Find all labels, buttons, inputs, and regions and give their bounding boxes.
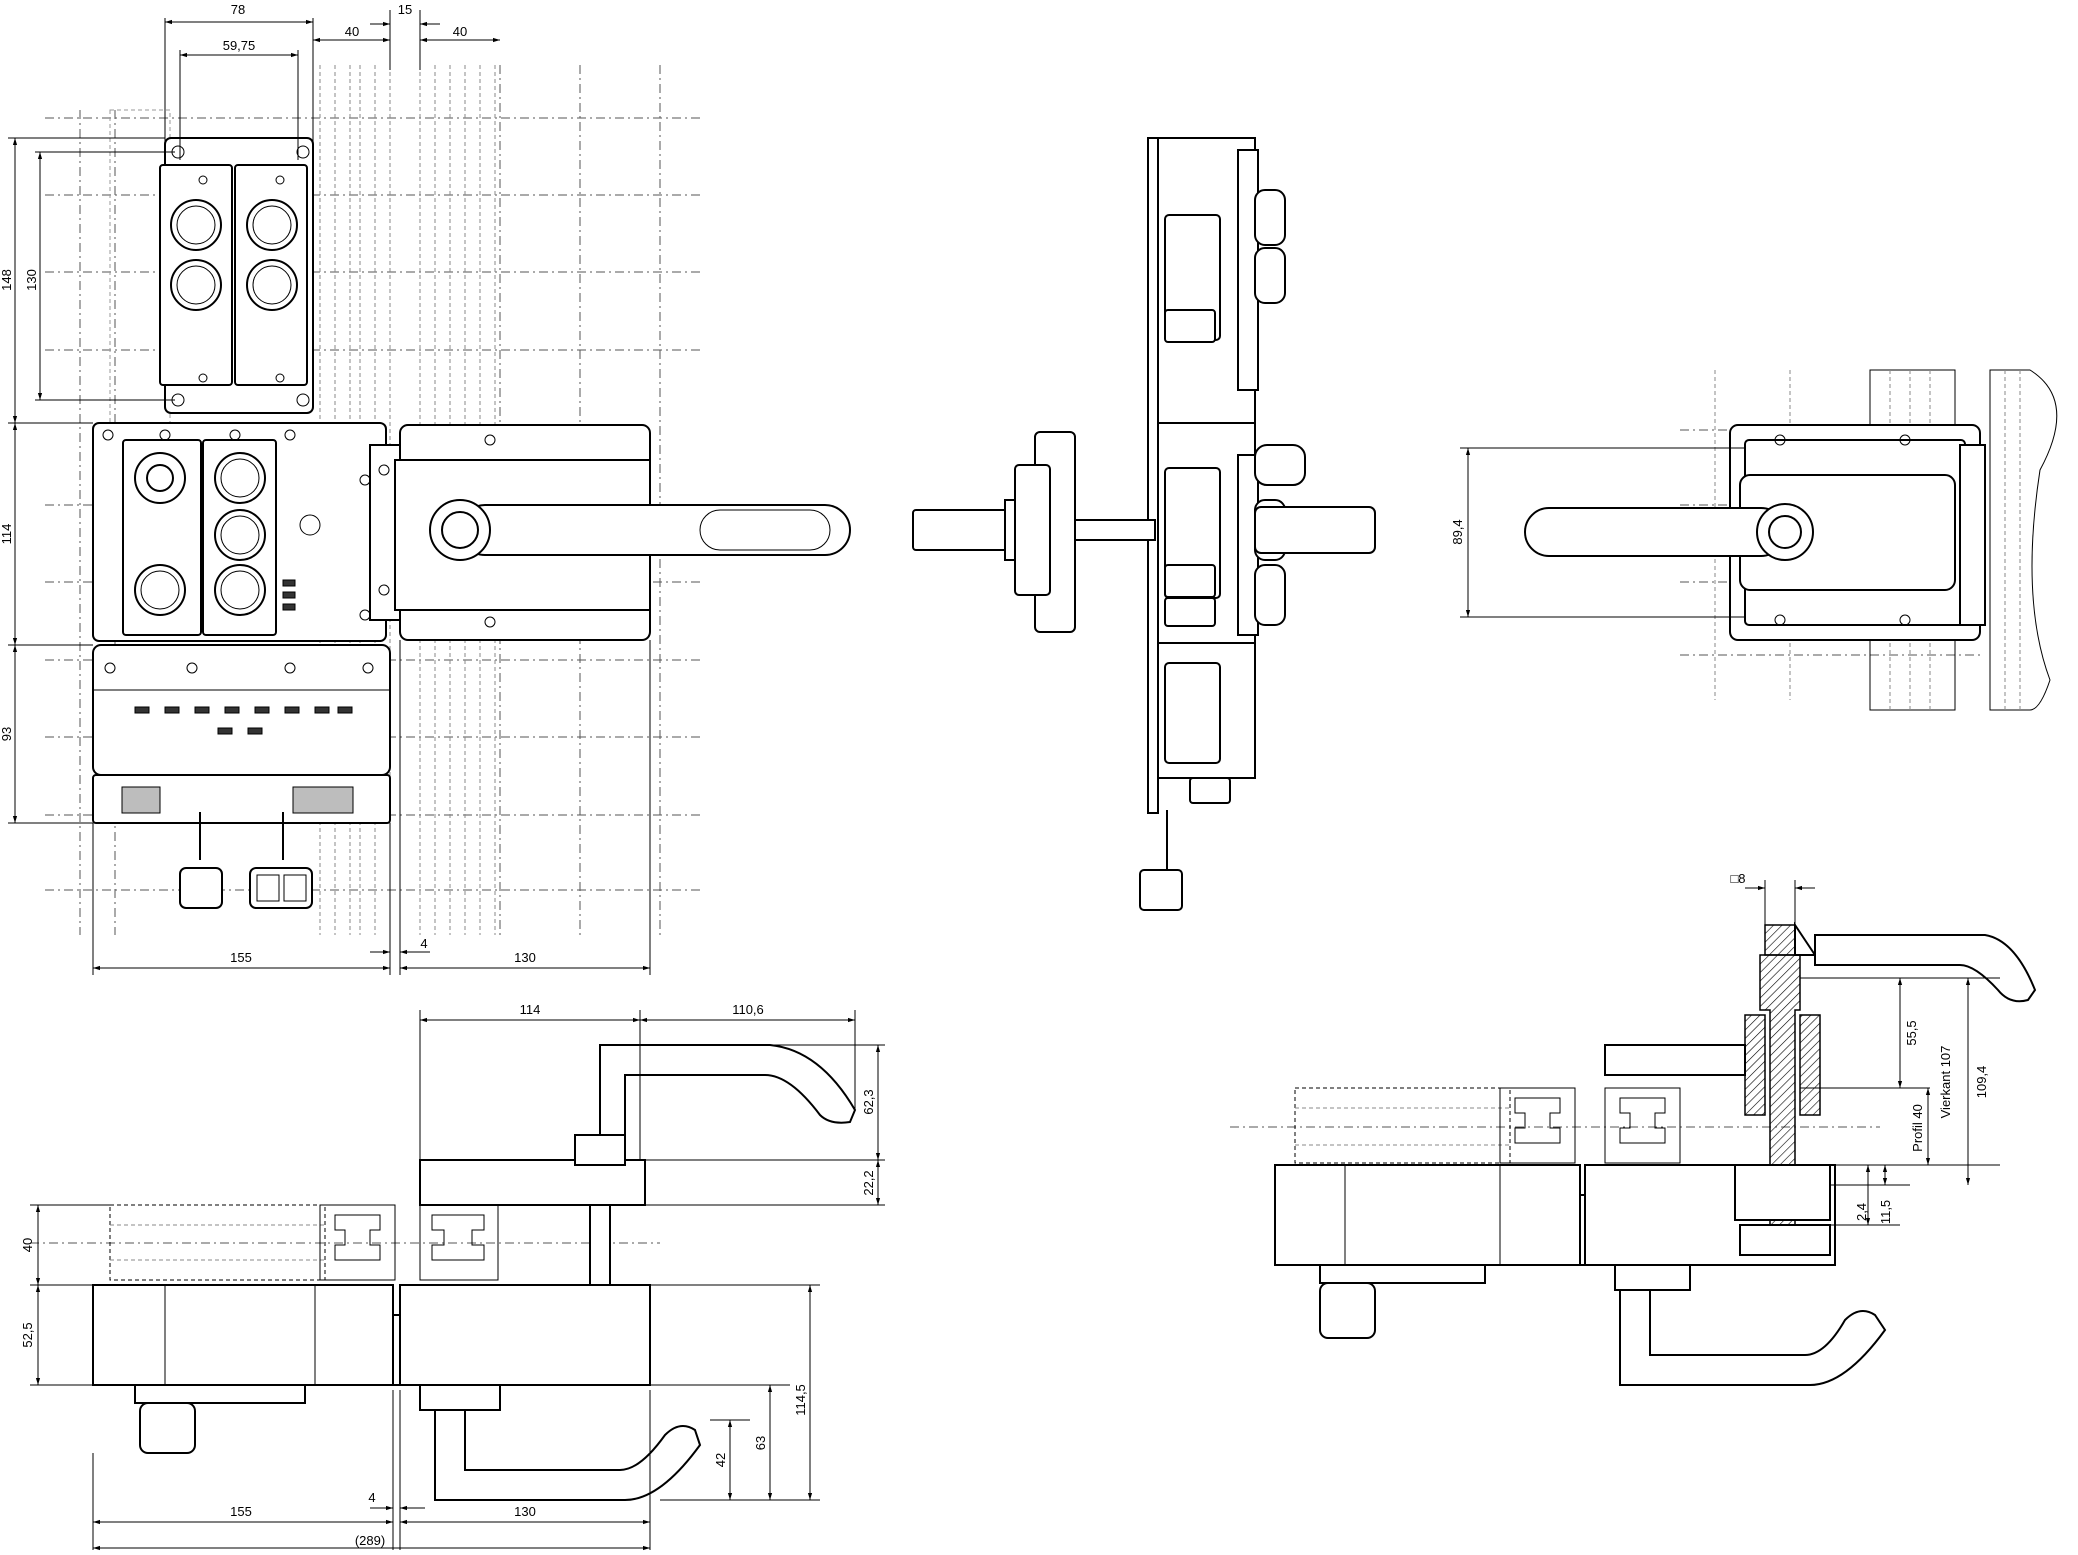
dim-78: 78 — [231, 2, 245, 17]
dim-52-5: 52,5 — [20, 1322, 35, 1347]
dim-62-3: 62,3 — [861, 1089, 876, 1114]
dim-2-4: 2,4 — [1854, 1203, 1869, 1221]
dim-110-6: 110,6 — [732, 1002, 764, 1017]
dim-109-4: 109,4 — [1974, 1066, 1989, 1099]
plan-control-body — [92, 1284, 394, 1386]
section-dimension-labels: □8 55,5 Vierkant 107 109,4 Profil 40 2,4… — [1730, 871, 1989, 1224]
section-dimensions — [1745, 880, 2000, 1226]
back-view — [1524, 369, 2058, 711]
dim-square-8: □8 — [1730, 871, 1745, 886]
plan-handle-body — [399, 1284, 651, 1386]
front-door-handle — [459, 504, 851, 556]
dim-vierkant-107: Vierkant 107 — [1938, 1046, 1953, 1119]
side-view — [912, 137, 1376, 911]
front-view — [45, 65, 851, 935]
plan-view — [30, 1044, 857, 1501]
dim-59-75: 59,75 — [223, 38, 256, 53]
front-dimensions — [8, 10, 651, 975]
plan-handle-lower — [434, 1409, 702, 1501]
section-control-body — [1274, 1164, 1581, 1266]
dim-155-plan: 155 — [230, 1504, 252, 1519]
dim-93: 93 — [0, 727, 14, 741]
dim-155: 155 — [230, 950, 252, 965]
section-view — [1230, 921, 2037, 1386]
dim-114: 114 — [0, 524, 14, 545]
dim-22-2: 22,2 — [861, 1170, 876, 1195]
back-dimensions: 89,4 — [1450, 447, 1745, 618]
dim-40-b: 40 — [453, 24, 467, 39]
plan-handle-upper — [599, 1044, 857, 1136]
plan-handle-plate — [419, 1159, 646, 1206]
plan-dimension-labels: 114 110,6 62,3 22,2 40 52,5 114,5 63 42 … — [20, 1002, 876, 1548]
section-handle-lower — [1619, 1289, 1887, 1386]
dim-114-plan: 114 — [520, 1002, 541, 1017]
dim-11-5: 11,5 — [1878, 1200, 1893, 1224]
dim-289: (289) — [355, 1533, 385, 1548]
front-dimension-labels: 78 59,75 40 15 40 148 130 114 93 155 4 1… — [0, 2, 536, 965]
dim-40-a: 40 — [345, 24, 359, 39]
dim-130-plan: 130 — [514, 1504, 536, 1519]
section-handle-upper — [1794, 921, 2037, 1003]
dim-130-front: 130 — [514, 950, 536, 965]
dim-profil-40: Profil 40 — [1910, 1104, 1925, 1152]
dim-130: 130 — [24, 269, 39, 291]
plan-dimensions — [30, 1010, 885, 1551]
section-top-plate — [1604, 1044, 1746, 1076]
dim-42: 42 — [713, 1453, 728, 1467]
dim-55-5: 55,5 — [1904, 1020, 1919, 1045]
dim-148: 148 — [0, 269, 14, 291]
dim-40-plan: 40 — [20, 1238, 35, 1252]
dim-114-5: 114,5 — [793, 1384, 808, 1416]
back-door-handle — [1524, 507, 1786, 557]
dim-4-plan: 4 — [368, 1490, 375, 1505]
dim-63: 63 — [753, 1436, 768, 1450]
dim-4: 4 — [420, 936, 427, 951]
dim-89-4: 89,4 — [1450, 519, 1465, 544]
dim-15: 15 — [398, 2, 412, 17]
